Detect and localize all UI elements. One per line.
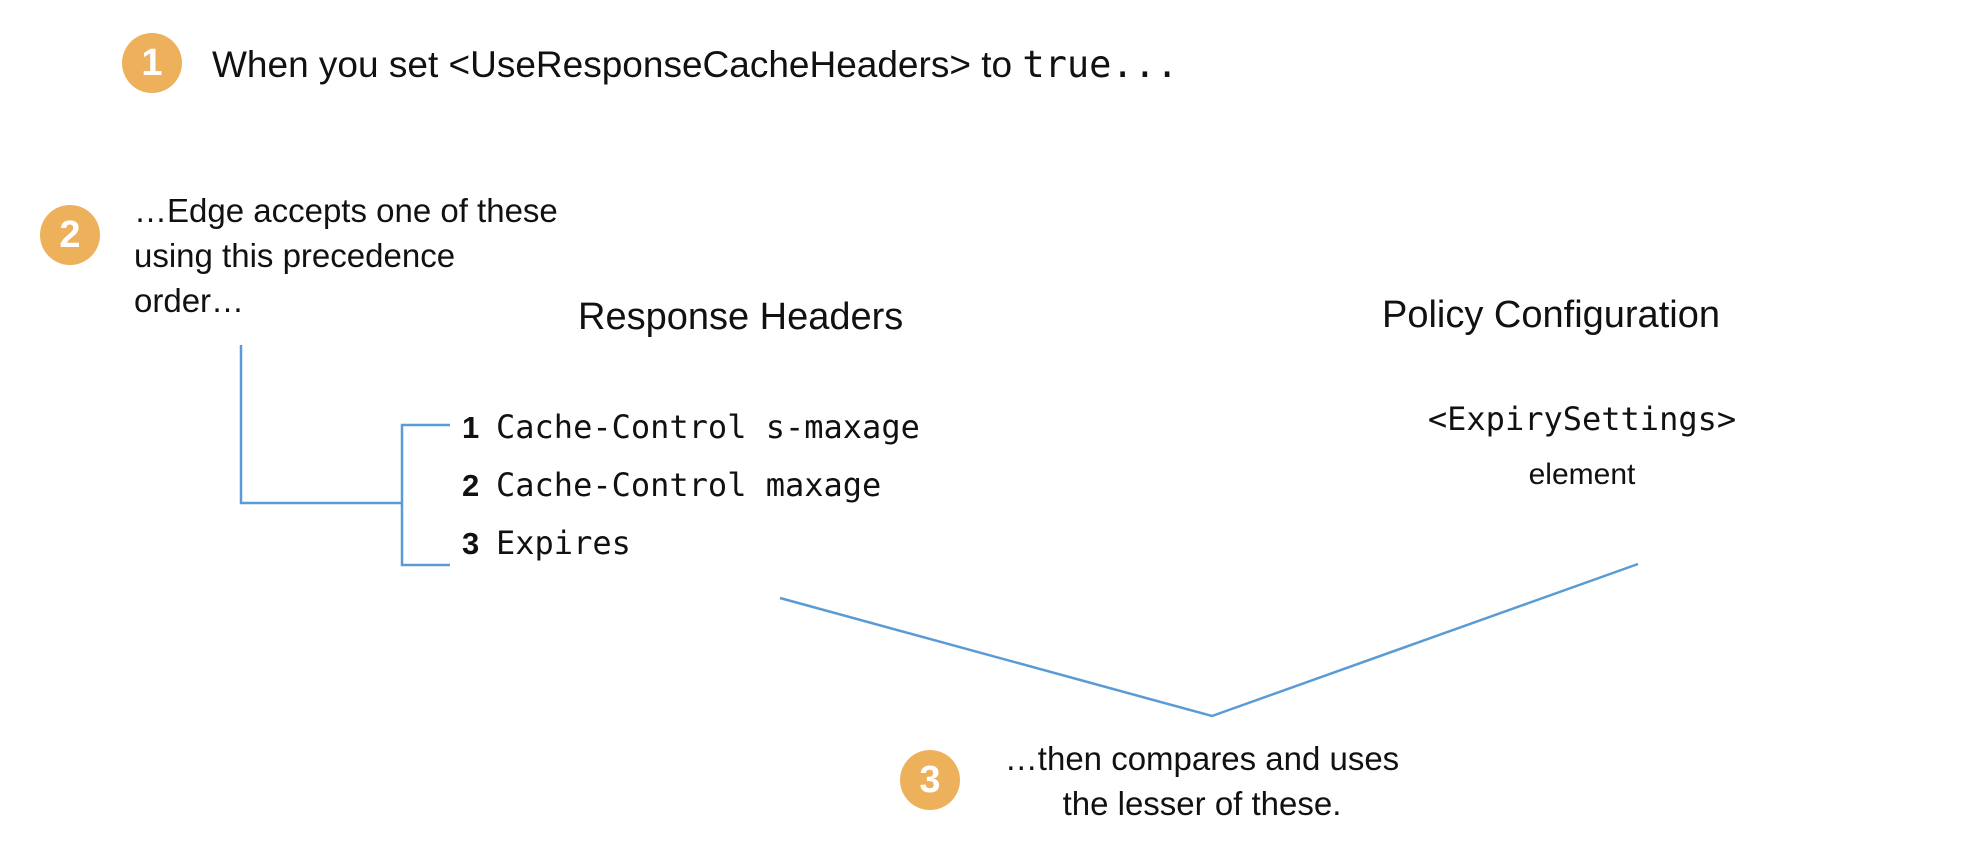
- step-badge-2: 2: [40, 205, 100, 265]
- step-badge-2-label: 2: [59, 213, 81, 256]
- step-3-text: …then compares and uses the lesser of th…: [968, 736, 1436, 826]
- step-3-line-1: …then compares and uses: [1004, 740, 1400, 777]
- response-header-item-1: 1 Cache-Control s-maxage: [462, 408, 920, 466]
- comparison-v-connector: [779, 562, 1639, 718]
- policy-configuration-title: Policy Configuration: [1382, 294, 1720, 336]
- step-badge-3: 3: [900, 750, 960, 810]
- step-1-text-mono: true...: [1022, 43, 1179, 86]
- response-header-name-3: Expires: [496, 524, 631, 562]
- policy-configuration-subtitle: element: [1528, 458, 1636, 491]
- response-header-item-3: 3 Expires: [462, 524, 920, 582]
- response-header-rank-2: 2: [462, 468, 480, 503]
- step-3-line-2: the lesser of these.: [1062, 785, 1342, 822]
- response-header-name-2: Cache-Control maxage: [496, 466, 882, 504]
- response-headers-title: Response Headers: [578, 296, 904, 338]
- response-header-name-1: Cache-Control s-maxage: [496, 408, 920, 446]
- response-header-rank-1: 1: [462, 410, 480, 445]
- step-badge-1: 1: [122, 33, 182, 93]
- step-2-text: …Edge accepts one of these using this pr…: [134, 188, 604, 323]
- step-badge-1-label: 1: [141, 41, 163, 84]
- response-header-item-2: 2 Cache-Control maxage: [462, 466, 920, 524]
- headers-grouping-bracket: [400, 423, 450, 567]
- policy-configuration-value: <ExpirySettings>: [1427, 400, 1737, 438]
- step-1-text-prefix: When you set <UseResponseCacheHeaders> t…: [212, 44, 1023, 85]
- step-badge-3-label: 3: [919, 758, 941, 801]
- step-2-line-3: order…: [134, 282, 245, 319]
- step-1-text: When you set <UseResponseCacheHeaders> t…: [212, 42, 1178, 88]
- response-headers-list: 1 Cache-Control s-maxage 2 Cache-Control…: [462, 408, 920, 582]
- response-header-rank-3: 3: [462, 526, 480, 561]
- step2-elbow-connector: [239, 345, 402, 505]
- step-2-line-2: using this precedence: [134, 237, 456, 274]
- step-2-line-1: …Edge accepts one of these: [134, 192, 558, 229]
